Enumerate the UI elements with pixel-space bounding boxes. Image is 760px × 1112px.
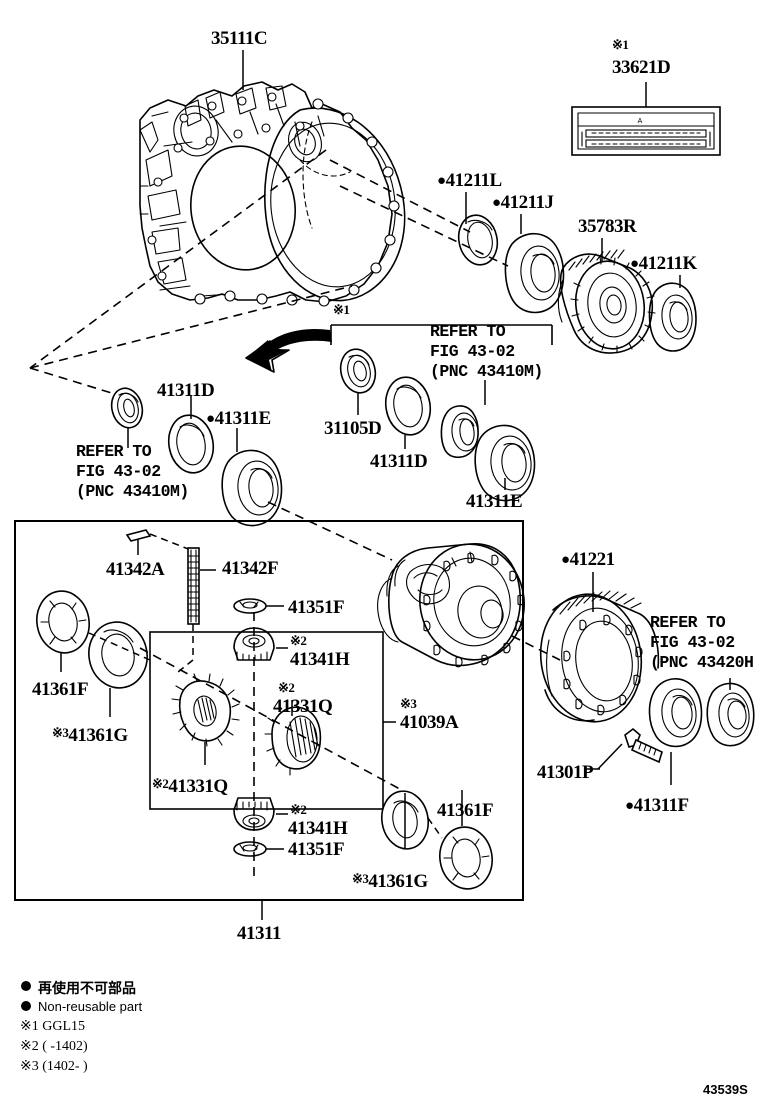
callout-41361g-bottom: ※341361G	[352, 871, 428, 892]
seal-left-icon	[110, 387, 144, 429]
mark-star1-33621d: ※1	[612, 37, 629, 52]
mark-star2-41331q-left: ※2	[152, 776, 169, 791]
refer-box-right: REFER TO FIG 43-02 (PNC 43420H	[650, 613, 754, 673]
refer-top-l2: FIG 43-02	[430, 342, 515, 362]
curved-arrow-icon	[245, 328, 332, 373]
pin-41342a-icon	[125, 529, 152, 542]
callout-41351f-bottom: 41351F	[288, 839, 345, 860]
bolt-41301p-icon	[624, 727, 663, 764]
refer-box-left: REFER TO FIG 43-02 (PNC 43410M)	[76, 442, 189, 502]
callout-41341h-bottom: 41341H	[288, 818, 348, 839]
callout-41211l: 41211L	[437, 171, 503, 191]
callout-41341h-top: 41341H	[290, 649, 350, 670]
washer-41351f-top-icon	[233, 598, 267, 614]
callout-41039a: 41039A	[400, 712, 459, 733]
mark-star2-41331q-right: ※2	[278, 680, 295, 695]
shaft-41342f-icon	[187, 547, 200, 625]
washer-41361g-bottom-icon	[439, 826, 493, 890]
refer-left-l3: (PNC 43410M)	[76, 482, 189, 502]
callout-41361g-left: ※341361G	[52, 725, 128, 746]
refer-box-top: REFER TO FIG 43-02 (PNC 43410M)	[430, 322, 543, 382]
callout-41311d-right: 41311D	[370, 451, 428, 472]
star1-bracket-top	[330, 324, 553, 345]
bearing-right-outer-icon	[706, 682, 755, 747]
washer-41351f-bottom-icon	[233, 841, 267, 857]
legend-star2: ※2 ( -1402)	[20, 1039, 88, 1054]
callout-35111c: 35111C	[211, 28, 268, 49]
mark-star3-41039a: ※3	[400, 696, 417, 711]
callout-41311f: 41311F	[625, 796, 690, 816]
callout-41331q-left: ※241331Q	[152, 776, 228, 797]
bearing-41311f-icon	[648, 678, 703, 748]
refer-left-l1: REFER TO	[76, 442, 152, 461]
callout-41361f-bottom: 41361F	[437, 800, 494, 821]
callout-31105d: 31105D	[324, 418, 382, 439]
mark-star2-41341h-bottom: ※2	[290, 802, 307, 817]
mark-star3-41361g-bottom: ※3	[352, 871, 369, 886]
mark-star3-41361g-left: ※3	[52, 725, 69, 740]
callout-41351f-top: 41351F	[288, 597, 345, 618]
refer-right-l1: REFER TO	[650, 613, 726, 632]
figure-code: 43539S	[703, 1082, 748, 1097]
refer-right-l3: (PNC 43420H	[650, 653, 754, 673]
bearing-41311e-left-icon	[221, 449, 283, 527]
callout-41342a: 41342A	[106, 559, 165, 580]
transaxle-housing-icon	[139, 81, 406, 307]
washer-41311d-right-icon	[384, 376, 432, 436]
washer-41361f-left-icon	[36, 590, 90, 654]
callout-41211j: 41211J	[492, 193, 554, 213]
legend-non-reusable-en: Non-reusable part	[38, 999, 143, 1014]
dash-to-ringgear	[511, 635, 561, 661]
dash-41342f	[177, 624, 194, 673]
callout-41311: 41311	[237, 923, 281, 944]
callout-33621d: 33621D	[612, 57, 671, 78]
legend-bullets	[21, 981, 31, 1011]
bearing-41211j-icon	[504, 232, 565, 314]
bearing-41311e-right-icon	[474, 424, 536, 502]
legend-non-reusable-jp: 再使用不可部品	[38, 981, 136, 997]
callout-35783r: 35783R	[578, 216, 637, 237]
callout-41311e-left: 41311E	[206, 409, 272, 429]
callout-41361f-left: 41361F	[32, 679, 89, 700]
mark-star2-41341h-top: ※2	[290, 633, 307, 648]
refer-right-l2: FIG 43-02	[650, 633, 735, 653]
callout-41311e-right: 41311E	[466, 491, 523, 512]
callout-41311d-left: 41311D	[157, 380, 215, 401]
side-gear-41331q-left-icon	[171, 673, 240, 747]
assembly-dash-lines	[29, 149, 509, 561]
seal-41211l-icon	[457, 214, 499, 266]
refer-top-l1: REFER TO	[430, 322, 506, 341]
callout-41221: 41221	[561, 550, 616, 570]
assembly-box-41311	[14, 520, 524, 901]
legend-star1: ※1 GGL15	[20, 1019, 86, 1034]
magnet-plate-icon: A	[571, 106, 721, 156]
bearing-41211k-icon	[648, 282, 697, 352]
callout-41342f: 41342F	[222, 558, 279, 579]
refer-left-l2: FIG 43-02	[76, 462, 161, 482]
washer-41361g-left-icon	[88, 621, 148, 689]
ring-gear-41221-icon	[539, 590, 660, 723]
svg-text:A: A	[638, 118, 643, 125]
refer-top-l3: (PNC 43410M)	[430, 362, 543, 382]
bearing-small-center-icon	[440, 405, 479, 459]
dash-diff-assembly	[139, 647, 421, 801]
legend-star3: ※3 (1402- )	[20, 1059, 88, 1074]
callout-41331q-right: 41331Q	[273, 696, 333, 717]
washer-41311d-left-icon	[167, 414, 215, 474]
callout-41211k: 41211K	[630, 254, 698, 274]
mark-star1-middle: ※1	[333, 302, 350, 317]
differential-case-icon	[377, 543, 525, 668]
callout-41301p: 41301P	[537, 762, 594, 783]
seal-31105d-icon	[339, 348, 377, 394]
